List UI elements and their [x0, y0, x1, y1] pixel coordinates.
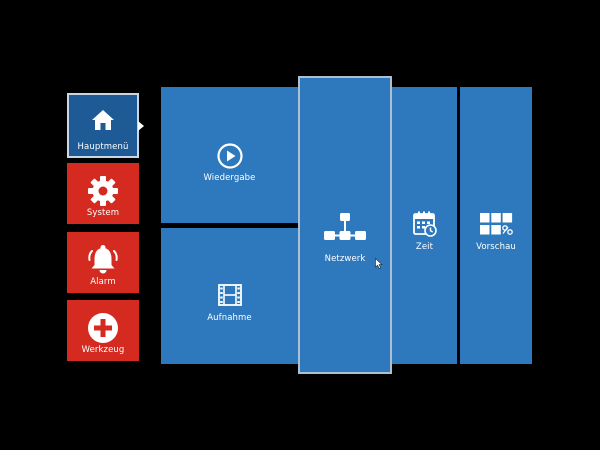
calendar-clock-icon — [392, 211, 457, 237]
home-icon — [69, 109, 137, 131]
plus-circle-icon — [67, 312, 139, 344]
sidebar-item-system[interactable]: System — [67, 163, 139, 224]
play-circle-icon — [161, 143, 298, 169]
sidebar-item-alarm[interactable]: Alarm — [67, 232, 139, 293]
tile-zeit[interactable]: Zeit — [392, 87, 457, 364]
sidebar-item-label: Hauptmenü — [77, 142, 129, 152]
sidebar-item-label: Alarm — [90, 277, 116, 287]
grid-preview-icon — [460, 212, 532, 236]
tile-label: Wiedergabe — [203, 173, 256, 183]
sidebar-item-werkzeug[interactable]: Werkzeug — [67, 300, 139, 361]
sidebar-item-label: System — [86, 208, 120, 218]
tile-wiedergabe[interactable]: Wiedergabe — [161, 87, 298, 223]
sidebar-item-label: Werkzeug — [81, 345, 125, 355]
gear-icon — [67, 175, 139, 207]
sidebar-item-hauptmenu[interactable]: Hauptmenü — [67, 93, 139, 158]
film-icon — [161, 284, 298, 306]
tile-label: Aufnahme — [207, 313, 252, 323]
tile-label: Netzwerk — [324, 254, 366, 264]
network-icon — [300, 212, 390, 242]
tile-aufnahme[interactable]: Aufnahme — [161, 228, 298, 364]
bell-icon — [67, 244, 139, 276]
mouse-cursor-icon — [375, 254, 383, 273]
selection-pointer — [138, 121, 144, 131]
tile-netzwerk[interactable]: Netzwerk — [298, 76, 392, 374]
tile-vorschau[interactable]: Vorschau — [460, 87, 532, 364]
tile-label: Zeit — [415, 242, 434, 252]
tile-label: Vorschau — [476, 242, 516, 252]
